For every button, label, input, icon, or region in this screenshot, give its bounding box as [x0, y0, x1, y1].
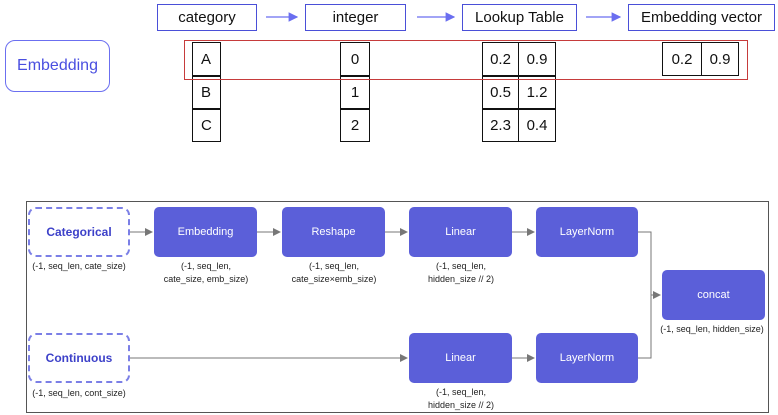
header-category: category — [157, 4, 257, 31]
embedding-label: Embedding — [5, 40, 110, 92]
concat-node: concat — [662, 270, 765, 320]
integer-cell-1: 1 — [340, 76, 370, 109]
lookup-cell: 0.2 — [482, 42, 519, 76]
lookup-cell: 0.9 — [518, 42, 556, 76]
embedding-shape: (-1, seq_len, cate_size, emb_size) — [163, 261, 249, 284]
lookup-cell: 2.3 — [482, 109, 519, 142]
header-embedding-vector: Embedding vector — [628, 4, 775, 31]
embedding-node: Embedding — [154, 207, 257, 257]
layernorm-categorical-node: LayerNorm — [536, 207, 638, 257]
header-integer: integer — [305, 4, 406, 31]
embedding-vector-cell: 0.9 — [701, 42, 739, 76]
integer-cell-0: 0 — [340, 42, 370, 76]
categorical-input-node: Categorical — [28, 207, 130, 257]
category-cell-a: A — [192, 42, 221, 76]
layernorm-continuous-node: LayerNorm — [536, 333, 638, 383]
lookup-cell: 0.4 — [518, 109, 556, 142]
continuous-input-node: Continuous — [28, 333, 130, 383]
linear-categorical-node: Linear — [409, 207, 512, 257]
header-lookup-table: Lookup Table — [462, 4, 577, 31]
category-cell-c: C — [192, 109, 221, 142]
categorical-input-shape: (-1, seq_len, cate_size) — [32, 261, 126, 271]
row-highlight-box — [184, 40, 748, 80]
reshape-node: Reshape — [282, 207, 385, 257]
integer-cell-2: 2 — [340, 109, 370, 142]
linear-continuous-shape: (-1, seq_len, hidden_size // 2) — [427, 387, 495, 410]
linear-continuous-node: Linear — [409, 333, 512, 383]
concat-shape: (-1, seq_len, hidden_size) — [660, 324, 764, 334]
embedding-vector-cell: 0.2 — [662, 42, 702, 76]
lookup-cell: 1.2 — [518, 76, 556, 109]
lookup-cell: 0.5 — [482, 76, 519, 109]
reshape-shape: (-1, seq_len, cate_size×emb_size) — [291, 261, 377, 284]
flow-diagram-frame — [26, 201, 769, 413]
continuous-input-shape: (-1, seq_len, cont_size) — [32, 388, 126, 398]
category-cell-b: B — [192, 76, 221, 109]
linear-categorical-shape: (-1, seq_len, hidden_size // 2) — [427, 261, 495, 284]
